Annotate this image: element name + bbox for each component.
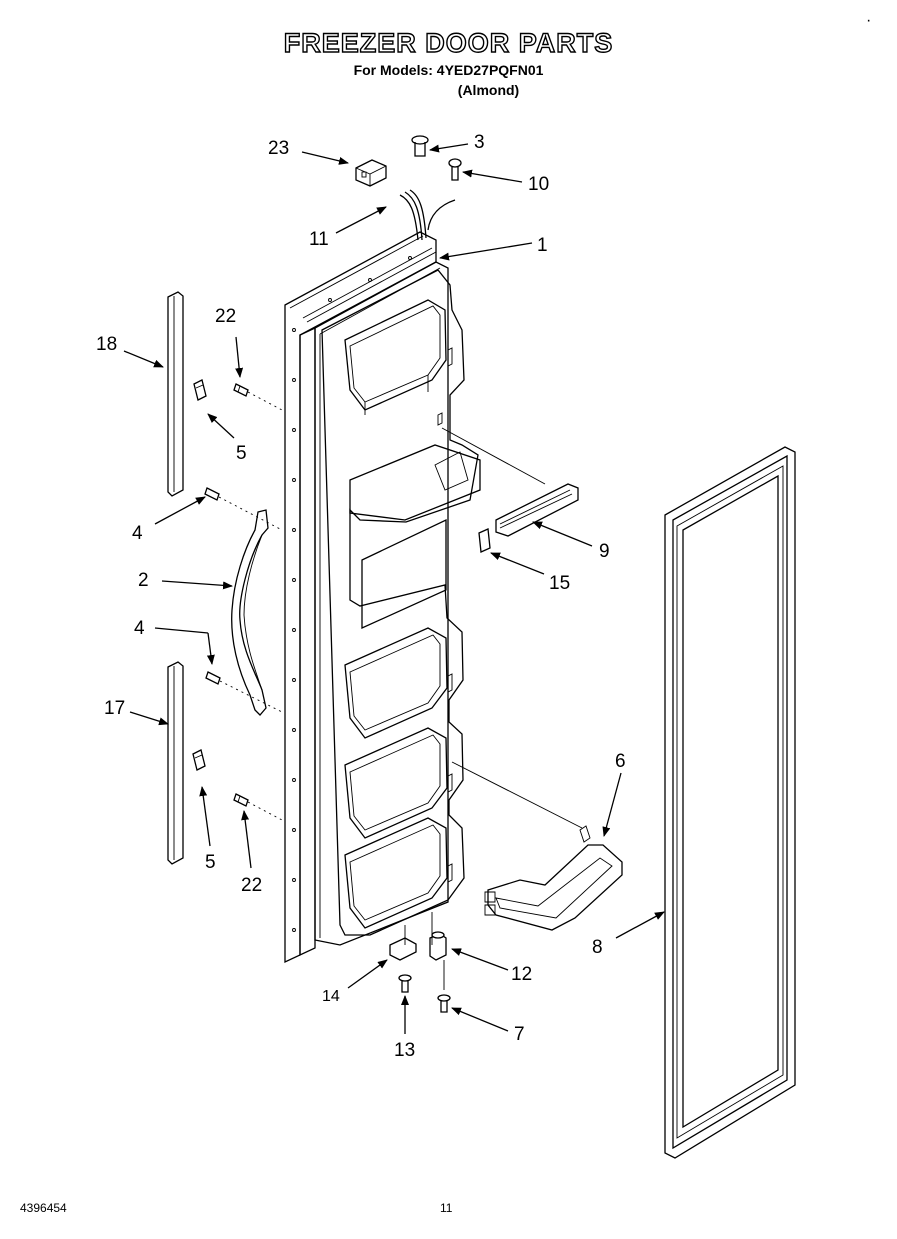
color-line: (Almond) [457,82,520,98]
callout-arrows [123,143,665,1034]
hinge-bracket-part-14 [389,937,417,961]
callout-4-lower: 4 [134,618,145,639]
plug-button-part-3 [411,135,429,157]
callout-6: 6 [615,751,626,772]
callout-2: 2 [138,570,149,591]
wire-harness-part-11 [399,189,456,241]
door-gasket-part-8 [664,446,796,1159]
callout-12: 12 [511,964,532,985]
callout-17: 17 [104,698,125,719]
callout-5-upper: 5 [236,443,247,464]
door-liner-part-1 [284,231,481,964]
callout-18: 18 [96,334,117,355]
page-number: 11 [440,1201,453,1215]
callout-7: 7 [514,1024,525,1045]
screw-part-4-lower [205,671,221,685]
callout-4-upper: 4 [132,523,143,544]
retainer-clip-part-15 [478,528,491,553]
assembly-leaders [218,391,583,990]
callout-13: 13 [394,1040,415,1061]
screw-part-22-lower [233,793,249,807]
callout-11: 11 [309,229,329,250]
callout-3: 3 [474,132,485,153]
screw-part-4-upper [204,487,220,501]
callout-23: 23 [268,138,289,159]
breaker-strip-part-17 [167,661,184,865]
screw-part-10 [448,158,462,181]
shelf-retainer-part-9 [495,483,579,537]
callout-labels: 23 3 10 11 1 18 22 5 4 2 4 17 5 22 9 15 … [96,132,626,1061]
callout-10: 10 [528,174,549,195]
callout-14: 14 [322,988,340,1005]
screw-part-7 [437,994,451,1013]
screw-part-13 [398,974,412,993]
callout-1: 1 [537,235,548,256]
page-title: FREEZER DOOR PARTS [283,27,614,58]
document-number: 4396454 [20,1201,67,1215]
callout-9: 9 [599,541,610,562]
callout-15: 15 [549,573,570,594]
models-line: For Models: 4YED27PQFN01 [353,62,544,78]
callout-8: 8 [592,937,603,958]
clip-part-5-upper [193,379,207,401]
callout-22-lower: 22 [241,875,262,896]
hinge-pin-part-12 [429,931,447,961]
connector-part-23 [355,159,387,187]
callout-22-upper: 22 [215,306,236,327]
clip-part-5-lower [192,749,206,771]
screw-part-22-upper [233,383,249,397]
door-handle-part-2 [231,509,269,716]
door-bin-part-6 [484,825,623,931]
breaker-strip-part-18 [167,291,184,497]
corner-mark: · [866,12,871,29]
callout-5-lower: 5 [205,852,216,873]
